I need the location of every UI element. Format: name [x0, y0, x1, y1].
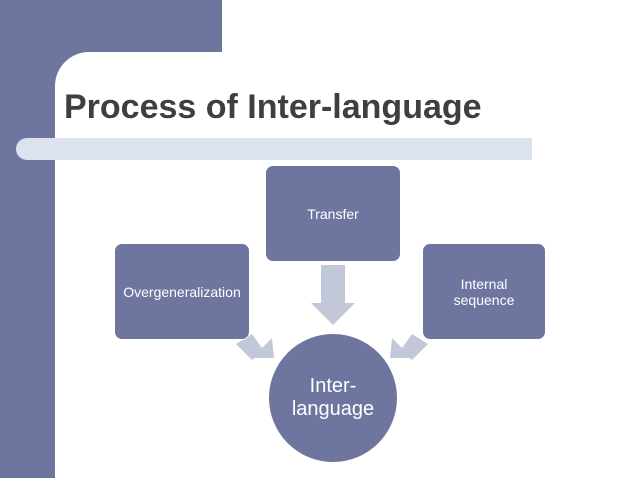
title-underline-bar [16, 138, 532, 160]
arrow-transfer-to-center [311, 265, 355, 325]
arrow-internal-to-center [390, 334, 428, 360]
node-inter-language-label: Inter-language [291, 375, 375, 420]
node-overgeneralization: Overgeneralization [114, 243, 250, 340]
node-inter-language: Inter-language [268, 333, 398, 463]
node-transfer-label: Transfer [307, 205, 359, 222]
node-transfer: Transfer [265, 165, 401, 262]
node-overgeneralization-label: Overgeneralization [123, 283, 241, 300]
node-internal-sequence: Internal sequence [422, 243, 546, 340]
slide-title: Process of Inter-language [64, 88, 482, 126]
arrow-overgeneralization-to-center [236, 334, 274, 360]
node-internal-sequence-label: Internal sequence [453, 275, 515, 308]
